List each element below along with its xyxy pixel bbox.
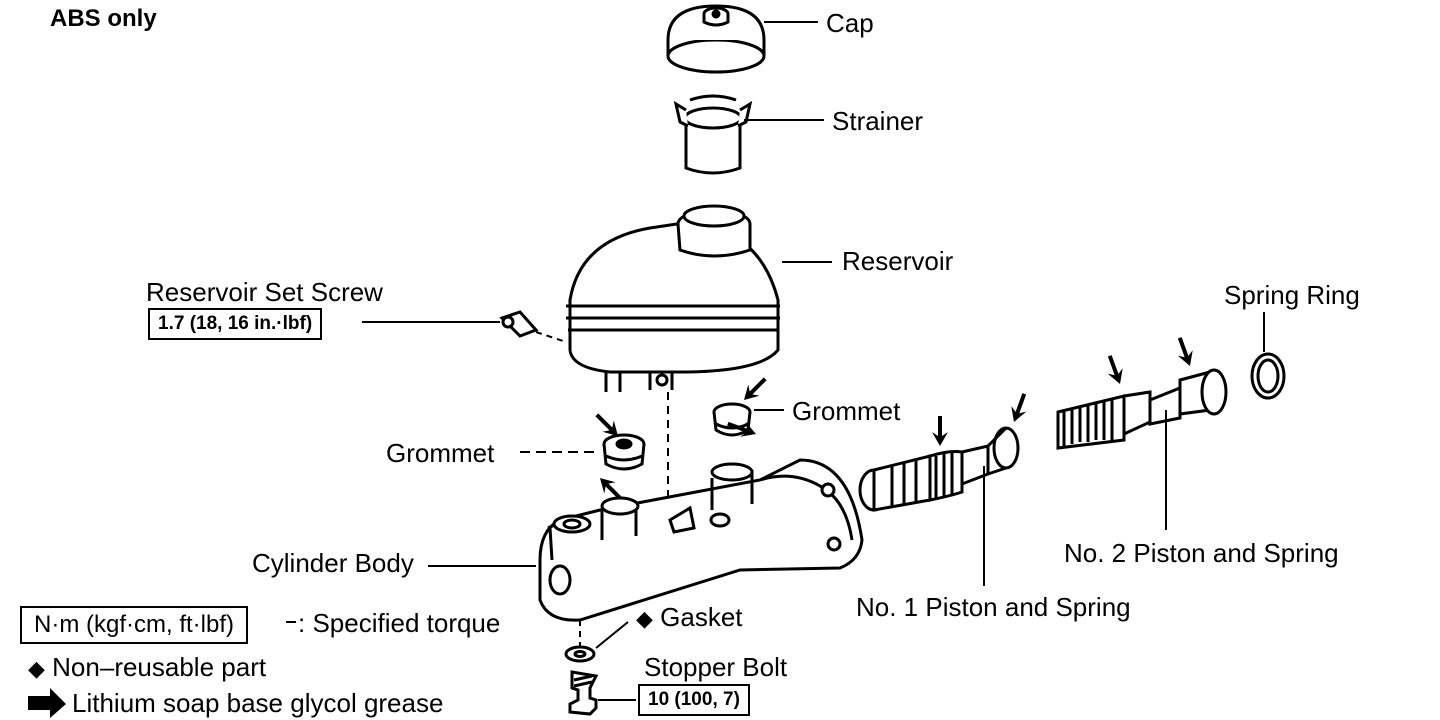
- grommet-left-part: [602, 433, 646, 471]
- spring-ring-part: [1250, 352, 1286, 400]
- torque-legend-desc: : Specified torque: [298, 608, 501, 638]
- diamond-icon: ◆: [28, 657, 45, 682]
- gasket-label-text: Gasket: [660, 602, 743, 632]
- reservoir-label: Reservoir: [842, 246, 954, 276]
- grease-legend-text: Lithium soap base glycol grease: [72, 688, 444, 718]
- no2-piston-part: [1056, 368, 1228, 450]
- grease-arrow-icon: [738, 373, 771, 406]
- cylinder-body-label: Cylinder Body: [252, 548, 414, 578]
- grommet-right-label: Grommet: [792, 396, 901, 426]
- reservoir-set-screw-label: Reservoir Set Screw: [146, 277, 383, 307]
- reservoir-set-screw-torque-box: 1.7 (18, 16 in.·lbf): [148, 308, 323, 340]
- stopper-bolt-label: Stopper Bolt: [644, 652, 788, 682]
- cylinder-body-part: [538, 458, 864, 622]
- stopper-bolt-part: [568, 670, 599, 716]
- torque-legend-box: N·m (kgf·cm, ft·lbf): [20, 606, 248, 644]
- non-reusable-legend: ◆ Non–reusable part: [28, 652, 266, 685]
- grease-arrow-icon: [1172, 335, 1198, 369]
- set-screw-dash: [535, 331, 567, 343]
- grease-arrow-icon: [932, 416, 948, 446]
- no2-piston-label: No. 2 Piston and Spring: [1064, 538, 1339, 568]
- spring-ring-label: Spring Ring: [1224, 280, 1360, 310]
- grease-legend-arrow-icon: [28, 688, 66, 718]
- cap-label: Cap: [826, 8, 874, 38]
- grease-arrow-icon: [1006, 391, 1032, 425]
- no1-piston-label: No. 1 Piston and Spring: [856, 592, 1131, 622]
- grease-arrow-icon: [1102, 353, 1128, 387]
- no1-piston-part: [858, 426, 1020, 512]
- gasket-leader: [595, 621, 629, 649]
- gasket-label: ◆ Gasket: [636, 602, 743, 635]
- gasket-part: [564, 645, 596, 663]
- stopper-bolt-torque-box: 10 (100, 7): [638, 684, 750, 716]
- strainer-part: [673, 94, 753, 175]
- cap-part: [666, 4, 766, 74]
- diamond-icon: ◆: [636, 607, 653, 632]
- diagram-title: ABS only: [50, 5, 157, 32]
- grommet-left-label: Grommet: [386, 438, 495, 468]
- strainer-label: Strainer: [832, 106, 924, 136]
- reservoir-part: [566, 204, 780, 392]
- reservoir-set-screw-part: [499, 310, 539, 338]
- non-reusable-legend-text: Non–reusable part: [52, 652, 267, 682]
